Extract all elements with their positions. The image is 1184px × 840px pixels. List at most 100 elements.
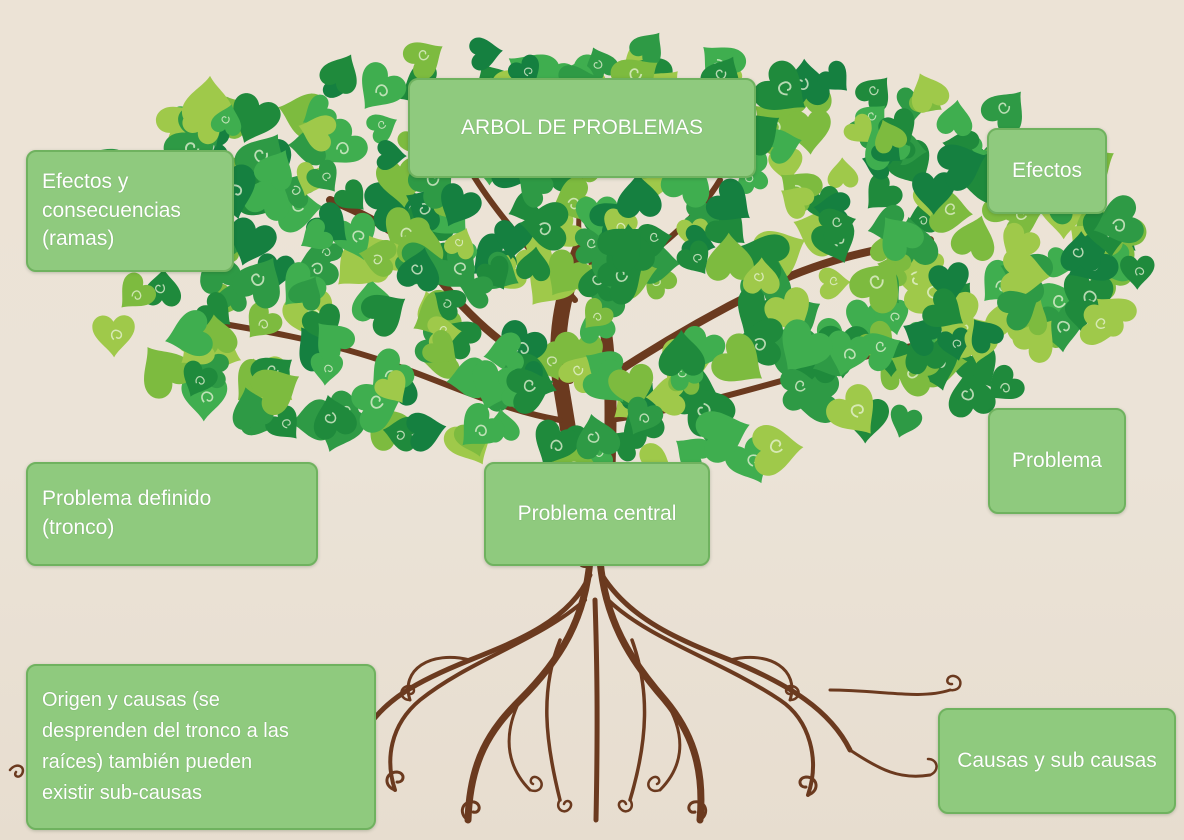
leaf-shape <box>366 114 397 144</box>
leaf-shape <box>1120 255 1155 290</box>
leaf-swirl <box>443 299 452 308</box>
leaf-shape <box>574 228 611 264</box>
leaf-swirl <box>324 364 333 373</box>
leaf-swirl <box>961 388 974 401</box>
leaf-shape <box>265 405 297 439</box>
leaf-shape <box>441 183 482 227</box>
leaf-shape <box>737 234 790 285</box>
leaf-shape <box>706 178 750 221</box>
leaf-shape <box>396 247 440 292</box>
leaf-shape <box>144 347 193 399</box>
leaf-swirl <box>336 141 349 155</box>
label-causes-subcauses: Causas y sub causas <box>938 708 1176 814</box>
leaf-shape <box>362 62 407 109</box>
leaf-shape <box>422 330 457 363</box>
leaf-shape <box>444 228 474 260</box>
leaf-swirl <box>546 356 557 367</box>
leaf-shape <box>319 54 357 94</box>
leaf-shape <box>843 113 873 143</box>
leaf-shape <box>232 257 280 309</box>
leaf-shape <box>92 315 135 358</box>
leaf-swirl <box>867 112 877 121</box>
leaf-shape <box>374 370 406 403</box>
leaf-swirl <box>875 341 887 352</box>
leaf-shape <box>903 319 942 356</box>
leaf-swirl <box>829 276 838 286</box>
leaf-swirl <box>539 222 551 236</box>
leaf-shape <box>997 290 1039 331</box>
leaf-shape <box>518 174 554 208</box>
leaf-shape <box>911 73 950 113</box>
leaf-shape <box>890 404 923 438</box>
leaf-swirl <box>832 217 843 228</box>
leaf-swirl <box>1057 320 1070 334</box>
leaf-swirl <box>418 50 430 61</box>
leaf-swirl <box>411 264 423 275</box>
leaf-shape <box>1079 304 1122 345</box>
leaf-shape <box>922 288 964 327</box>
leaf-shape <box>459 276 493 309</box>
leaf-shape <box>875 119 908 154</box>
leaf-shape <box>183 360 218 397</box>
leaf-swirl <box>593 312 602 321</box>
leaf-shape <box>711 333 763 382</box>
leaf-shape <box>597 261 644 305</box>
leaf-swirl <box>321 247 331 257</box>
leaf-shape <box>695 411 750 463</box>
leaf-swirl <box>1135 267 1145 276</box>
leaf-shape <box>494 220 534 260</box>
label-effects: Efectos <box>987 128 1107 214</box>
leaf-shape <box>781 187 815 219</box>
leaf-shape <box>248 302 283 338</box>
label-origin-causes: Origen y causas (se desprenden del tronc… <box>26 664 376 830</box>
leaf-swirl <box>998 102 1011 114</box>
leaf-shape <box>230 217 277 266</box>
leaf-swirl <box>281 419 291 429</box>
leaf-swirl <box>639 413 650 423</box>
leaf-shape <box>406 412 447 452</box>
leaf-shape <box>827 157 859 189</box>
leaf-swirl <box>195 375 205 385</box>
leaf-shape <box>469 37 503 71</box>
leaf-shape <box>554 331 603 381</box>
leaf-shape <box>462 403 505 446</box>
leaf-shape <box>210 104 242 136</box>
leaf-shape <box>516 246 551 282</box>
leaf-shape <box>705 232 754 281</box>
leaf-swirl <box>311 262 323 275</box>
leaf-swirl <box>1072 247 1084 258</box>
leaf-swirl <box>155 284 166 294</box>
leaf-swirl <box>373 254 383 265</box>
leaf-shape <box>253 150 292 191</box>
leaf-swirl <box>869 275 884 289</box>
leaf-shape <box>855 77 889 113</box>
leaf-swirl <box>550 439 563 452</box>
leaf-shape <box>334 179 364 210</box>
leaf-shape <box>306 159 337 192</box>
leaf-shape <box>616 173 662 218</box>
leaf-swirl <box>795 380 806 392</box>
label-problem: Problema <box>988 408 1126 514</box>
leaf-shape <box>676 240 709 275</box>
leaf-shape <box>827 330 872 377</box>
leaf-swirl <box>131 290 142 300</box>
leaf-swirl <box>378 120 387 129</box>
leaf-swirl <box>587 431 600 443</box>
leaf-shape <box>817 60 848 91</box>
leaf-shape <box>288 276 321 311</box>
leaf-shape <box>826 384 874 434</box>
leaf-swirl <box>573 365 584 376</box>
leaf-swirl <box>322 172 331 182</box>
leaf-swirl <box>251 273 265 286</box>
label-defined-problem: Problema definido (tronco) <box>26 462 318 566</box>
leaf-swirl <box>693 253 702 263</box>
leaf-shape <box>318 323 356 362</box>
leaf-shape <box>121 272 157 308</box>
leaf-shape <box>937 144 986 191</box>
leaf-swirl <box>850 404 864 418</box>
leaf-shape <box>358 240 397 277</box>
leaf-shape <box>867 173 903 209</box>
leaf-swirl <box>455 238 464 247</box>
leaf-swirl <box>890 312 900 322</box>
